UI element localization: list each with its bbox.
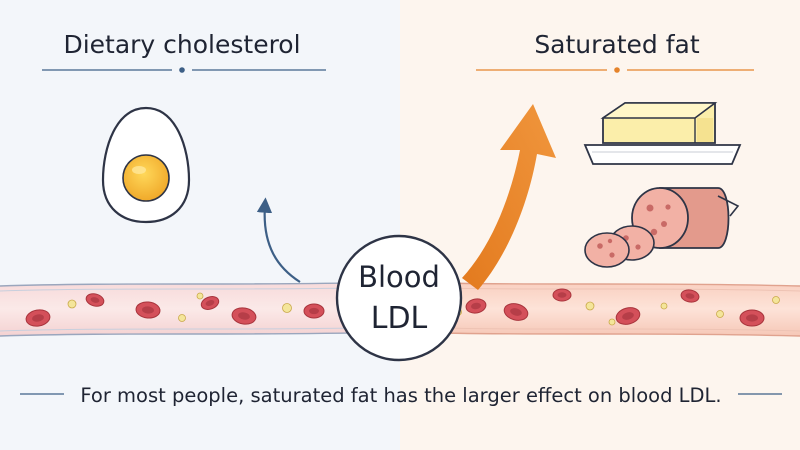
fat-globule — [585, 301, 595, 311]
right-panel-title: Saturated fat — [534, 30, 700, 59]
fat-globule — [716, 310, 724, 318]
blood-cells — [25, 288, 780, 327]
right-title-divider — [476, 67, 754, 73]
large-effect-arrow — [462, 104, 556, 290]
red-blood-cell-center — [622, 312, 634, 320]
red-blood-cell-center — [471, 302, 481, 310]
fat-globule — [67, 299, 77, 309]
left-title-divider — [42, 67, 326, 73]
right-panel-background — [400, 0, 800, 450]
red-blood-cell-center — [746, 314, 758, 322]
red-blood-cell-center — [205, 300, 215, 306]
fat-globule — [196, 292, 204, 300]
small-effect-arrow — [256, 197, 301, 283]
fat-globule — [772, 296, 780, 304]
red-blood-cell-center — [309, 307, 319, 315]
left-panel-title: Dietary cholesterol — [63, 30, 300, 59]
red-blood-cell-center — [32, 314, 44, 322]
red-blood-cell-center — [557, 292, 567, 298]
caption: For most people, saturated fat has the l… — [80, 384, 721, 407]
boiled-egg-icon — [101, 106, 191, 224]
red-blood-cell-center — [510, 308, 522, 316]
left-panel-background — [0, 0, 400, 450]
blood-ldl-label-line1: Blood — [358, 260, 440, 294]
red-blood-cell-center — [238, 312, 250, 320]
red-blood-cell-center — [90, 297, 100, 303]
red-blood-cell-center — [142, 306, 154, 314]
blood-ldl-label-line2: LDL — [371, 301, 428, 336]
fat-globule — [660, 302, 668, 310]
red-blood-cell-center — [685, 293, 695, 299]
fat-globule — [282, 303, 292, 313]
fat-globule — [178, 314, 186, 322]
fat-globule — [608, 318, 616, 326]
blood-ldl-node: Blood LDL — [335, 234, 463, 362]
salami-icon — [584, 187, 740, 268]
butter-icon — [583, 102, 742, 165]
